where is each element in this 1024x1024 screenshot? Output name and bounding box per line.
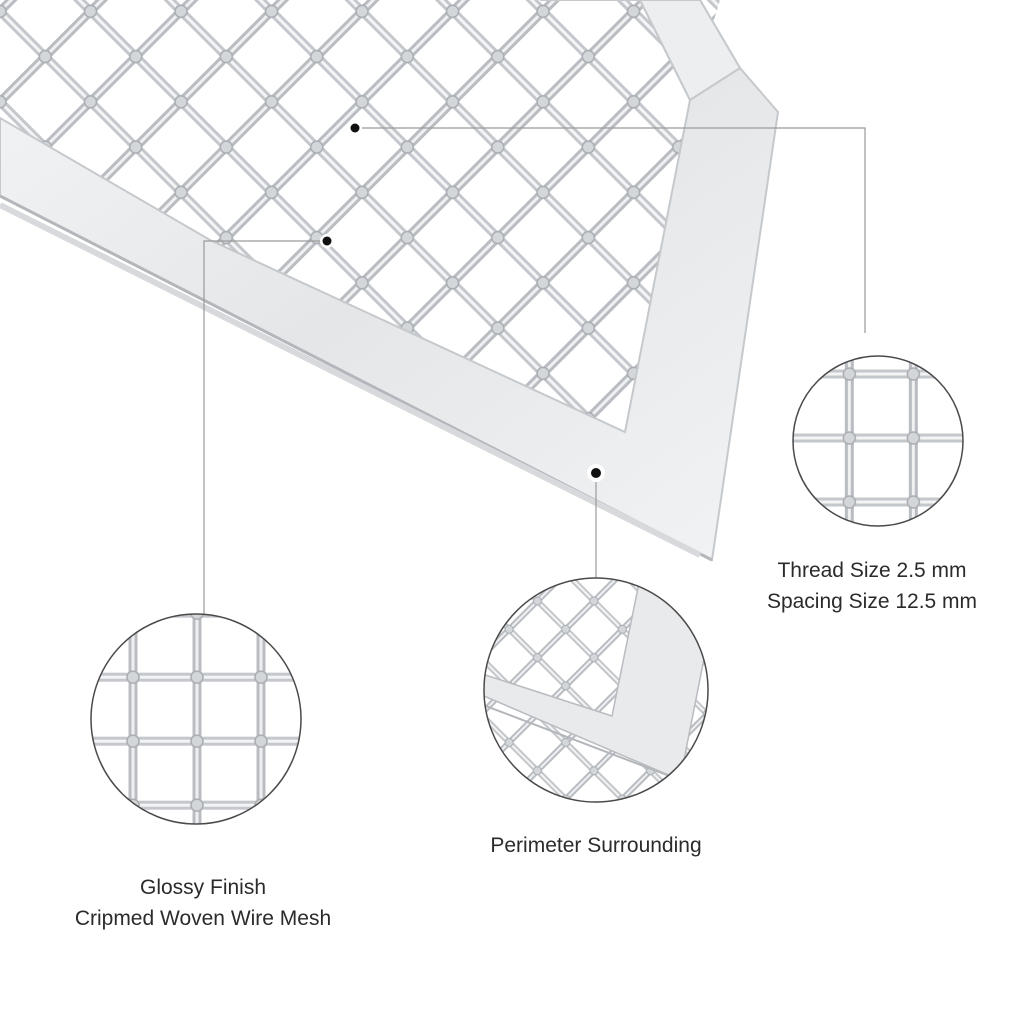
zoom-circle-perimeter	[483, 577, 709, 803]
perimeter-text: Perimeter Surrounding	[490, 834, 702, 857]
markers	[320, 121, 605, 482]
grille-insert	[0, 0, 780, 562]
callout-perimeter: Perimeter Surrounding	[456, 830, 736, 861]
leader-lines	[203, 127, 866, 616]
zoom-circle-finish	[90, 613, 302, 825]
glossy-finish-text: Glossy Finish	[139, 876, 267, 899]
zoom-circle-thread	[792, 355, 964, 527]
wire-mesh	[0, 0, 720, 432]
woven-mesh-text: Cripmed Woven Wire Mesh	[74, 907, 332, 930]
callout-finish: Glossy Finish Cripmed Woven Wire Mesh	[40, 872, 366, 934]
leader-finish	[203, 240, 327, 616]
callout-thread: Thread Size 2.5 mm Spacing Size 12.5 mm	[752, 555, 992, 617]
spacing-size-text: Spacing Size 12.5 mm	[766, 590, 978, 613]
frame-top-edge	[540, 0, 742, 102]
leader-thread	[355, 127, 866, 333]
thread-size-text: Thread Size 2.5 mm	[777, 559, 967, 582]
